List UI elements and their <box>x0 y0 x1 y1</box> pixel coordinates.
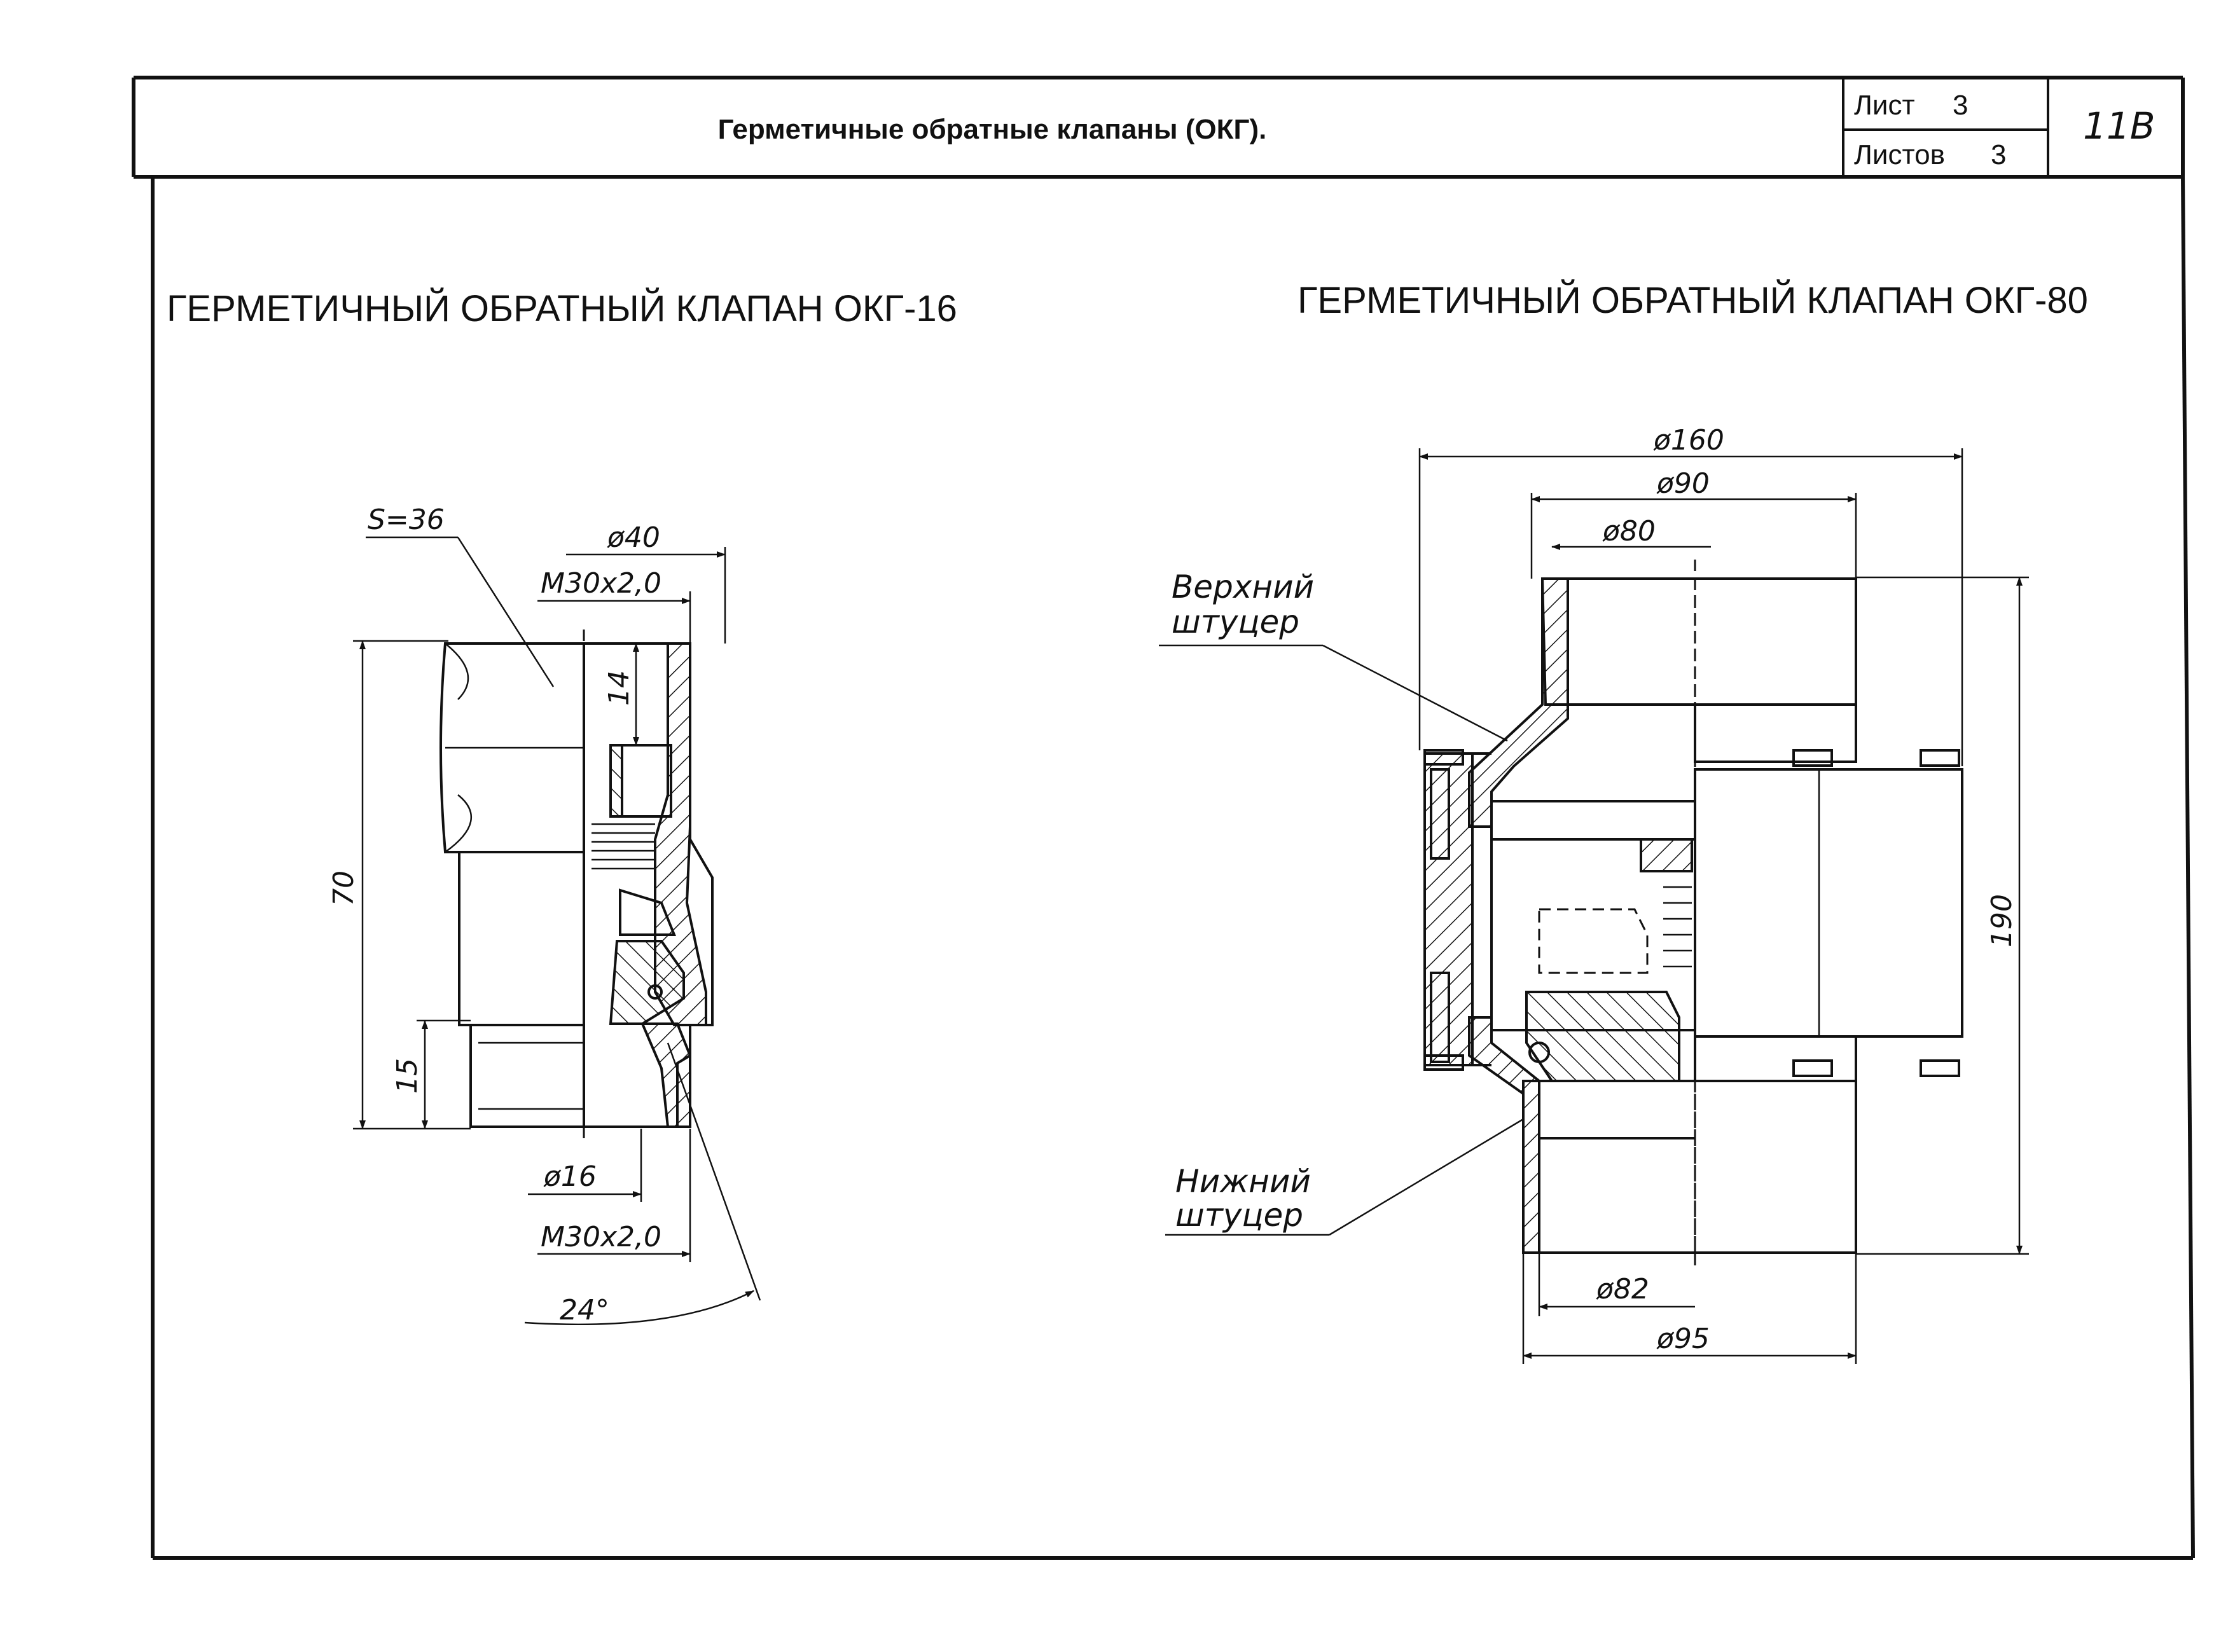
label-upper-nozzle-2: штуцер <box>1172 603 1299 640</box>
dim-h14: 14 <box>603 670 635 706</box>
dim-angle24: 24° <box>560 1294 609 1326</box>
dim-d160: ø160 <box>1653 424 1724 457</box>
dim-d16: ø16 <box>543 1160 597 1193</box>
dim-h190: 190 <box>1986 894 2018 947</box>
sheet-frame <box>132 76 2195 1560</box>
dim-m30-bottom: М30х2,0 <box>541 1221 661 1253</box>
dim-s36: S=36 <box>368 504 445 536</box>
okg16-drawing: S=36 ø40 М30х2,0 14 70 15 ø16 М30х2,0 24 <box>328 504 761 1326</box>
label-lower-nozzle-2: штуцер <box>1175 1197 1303 1234</box>
sheet-label: Лист <box>1854 90 1915 121</box>
dim-d90: ø90 <box>1656 467 1710 500</box>
sheet-title: Герметичные обратные клапаны (ОКГ). <box>718 114 1267 145</box>
dim-h15: 15 <box>391 1058 424 1094</box>
page-mark: 11В <box>2083 104 2155 148</box>
okg80-drawing: ø160 ø90 ø80 190 ø82 ø95 Верхний штуцер … <box>1159 424 2029 1364</box>
dim-d95: ø95 <box>1656 1323 1710 1355</box>
sheets-label: Листов <box>1854 139 1945 170</box>
dim-h70: 70 <box>328 871 360 906</box>
left-drawing-title: ГЕРМЕТИЧНЫЙ ОБРАТНЫЙ КЛАПАН ОКГ-16 <box>167 288 957 329</box>
dim-m30-top: М30х2,0 <box>541 567 661 600</box>
dim-d82: ø82 <box>1596 1273 1649 1305</box>
dim-d40: ø40 <box>607 521 660 554</box>
sheets-total: 3 <box>1991 139 2006 170</box>
label-lower-nozzle-1: Нижний <box>1175 1163 1311 1200</box>
label-upper-nozzle-1: Верхний <box>1172 568 1314 605</box>
right-drawing-title: ГЕРМЕТИЧНЫЙ ОБРАТНЫЙ КЛАПАН ОКГ-80 <box>1297 280 2088 321</box>
sheet-number: 3 <box>1953 90 1968 121</box>
dim-d80: ø80 <box>1602 515 1656 547</box>
